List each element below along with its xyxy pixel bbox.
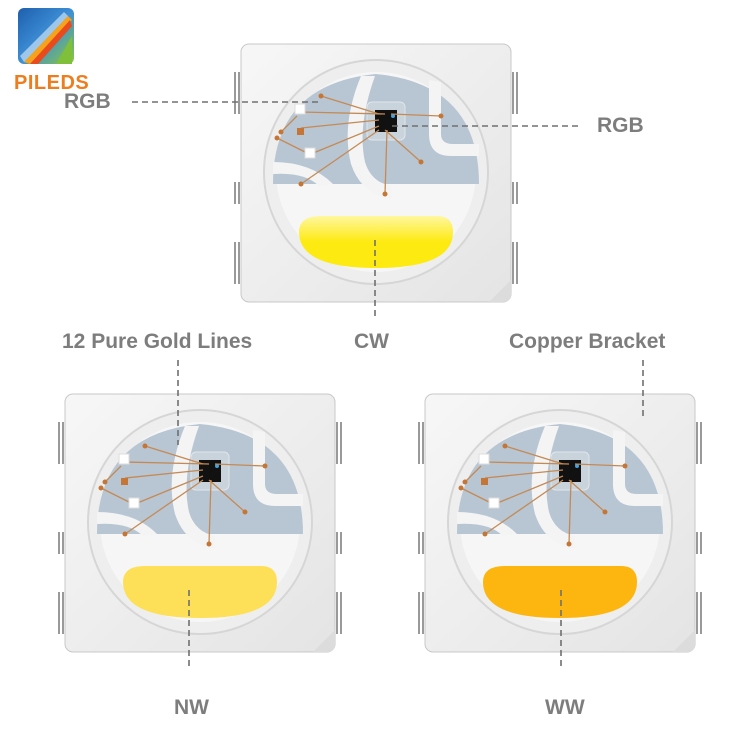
phosphor-nw — [123, 566, 277, 618]
label-rgb-right: RGB — [597, 114, 644, 137]
brand-name: PILEDS — [14, 72, 90, 94]
pileds-logo-icon — [16, 6, 76, 66]
label-rgb-left: RGB — [64, 90, 111, 113]
label-cw: CW — [354, 330, 389, 353]
led-nw — [58, 393, 342, 653]
led-ww — [418, 393, 702, 653]
label-ww: WW — [545, 696, 585, 719]
label-gold-lines: 12 Pure Gold Lines — [62, 330, 253, 353]
led-cw — [234, 43, 518, 303]
phosphor-cw — [299, 216, 453, 268]
label-nw: NW — [174, 696, 209, 719]
leader-lines — [132, 101, 644, 668]
phosphor-ww — [483, 566, 637, 618]
label-copper-bracket: Copper Bracket — [509, 330, 666, 353]
